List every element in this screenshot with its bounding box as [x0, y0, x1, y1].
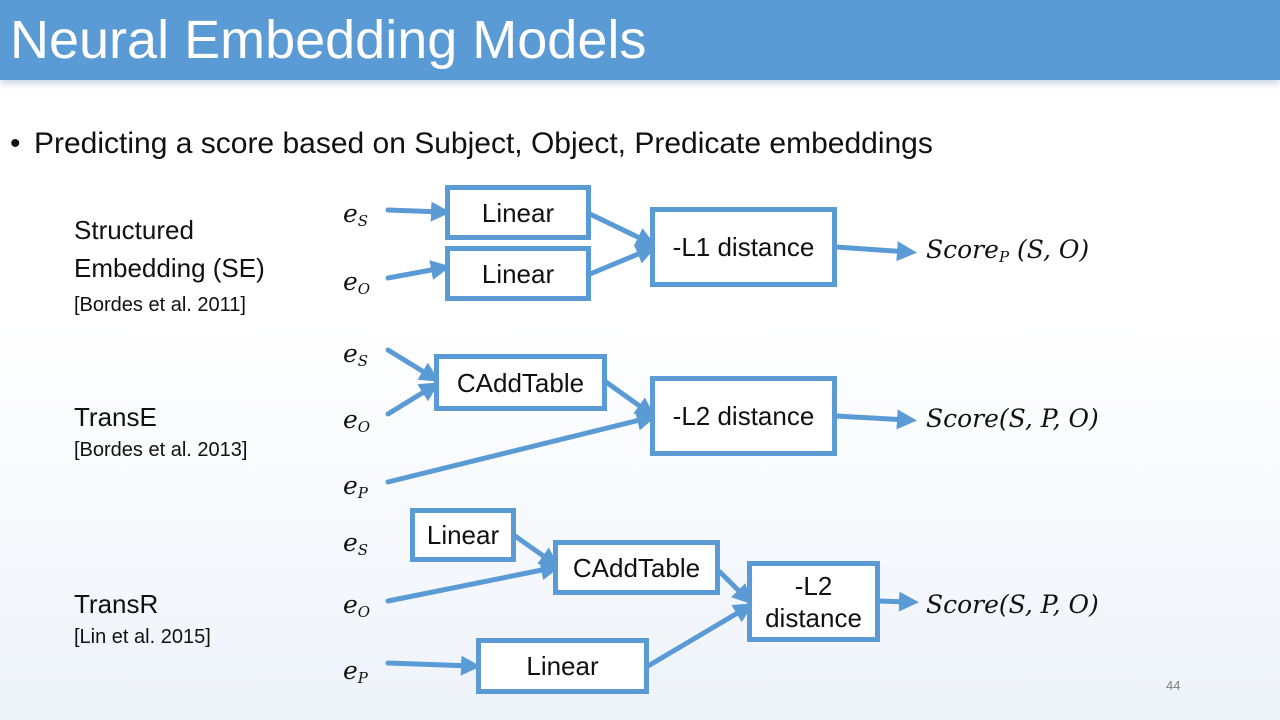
se-label-line2: Embedding (SE): [74, 253, 265, 283]
se-linear-bottom-box: Linear: [445, 246, 591, 301]
se-input-eo: eO: [343, 267, 371, 298]
se-input-es: eS: [343, 199, 369, 230]
transr-score: Score(S, P, O): [926, 590, 1099, 619]
arrow-se-linear-top-to-distance: [587, 211, 657, 247]
transr-input-es: eS: [343, 528, 369, 559]
transr-distance-line2: distance: [765, 602, 862, 633]
se-score: ScoreP (S, O): [926, 235, 1090, 266]
arrow-transe-ep-to-distance: [385, 410, 657, 485]
arrow-transr-linear-bottom-to-distance: [645, 603, 754, 669]
transr-distance-line1: -L2: [794, 570, 833, 601]
transe-label: TransE: [74, 402, 157, 432]
arrow-transe-es-to-add: [385, 347, 440, 382]
arrow-se-es-to-linear: [385, 201, 451, 222]
se-label-line1: Structured: [74, 215, 194, 245]
arrow-se-linear-bottom-to-distance: [587, 244, 657, 277]
bullet-dot-icon: •: [10, 127, 21, 160]
arrow-transr-eo-to-add: [385, 560, 561, 604]
arrow-transe-eo-to-add: [385, 382, 440, 417]
arrow-transr-ep-to-linear: [385, 655, 481, 676]
transr-linear-bottom-box: Linear: [476, 638, 649, 694]
se-ref: [Bordes et al. 2011]: [74, 294, 246, 316]
transe-add-box: CAddTable: [434, 354, 607, 411]
transr-label: TransR: [74, 589, 159, 619]
transe-distance-box: -L2 distance: [650, 376, 837, 456]
page-number: 44: [1166, 678, 1181, 693]
transe-input-ep: eP: [343, 471, 368, 502]
transr-add-box: CAddTable: [553, 540, 720, 595]
slide-title: Neural Embedding Models: [10, 10, 647, 70]
transe-input-eo: eO: [343, 405, 371, 436]
transe-ref: [Bordes et al. 2013]: [74, 439, 248, 461]
transe-input-es: eS: [343, 339, 369, 370]
se-distance-box: -L1 distance: [650, 207, 837, 287]
bullet-item: • Predicting a score based on Subject, Ob…: [10, 124, 933, 164]
transr-distance-box: -L2 distance: [747, 561, 880, 642]
arrow-se-distance-to-score: [833, 241, 917, 262]
arrow-transr-add-to-distance: [717, 569, 753, 605]
arrow-transe-distance-to-score: [833, 409, 917, 430]
title-bar: Neural Embedding Models: [0, 0, 1280, 80]
transr-input-ep: eP: [343, 656, 368, 687]
se-linear-top-box: Linear: [445, 185, 591, 240]
transe-score: Score(S, P, O): [926, 404, 1099, 433]
arrow-transe-add-to-distance: [603, 379, 656, 418]
arrow-se-eo-to-linear: [385, 260, 451, 281]
transr-linear-top-box: Linear: [410, 508, 516, 562]
arrow-transr-distance-to-score: [876, 591, 919, 612]
transr-ref: [Lin et al. 2015]: [74, 626, 211, 648]
bullet-text: Predicting a score based on Subject, Obj…: [34, 127, 933, 160]
arrow-transr-linear-to-add: [512, 533, 560, 568]
transr-input-eo: eO: [343, 590, 371, 621]
